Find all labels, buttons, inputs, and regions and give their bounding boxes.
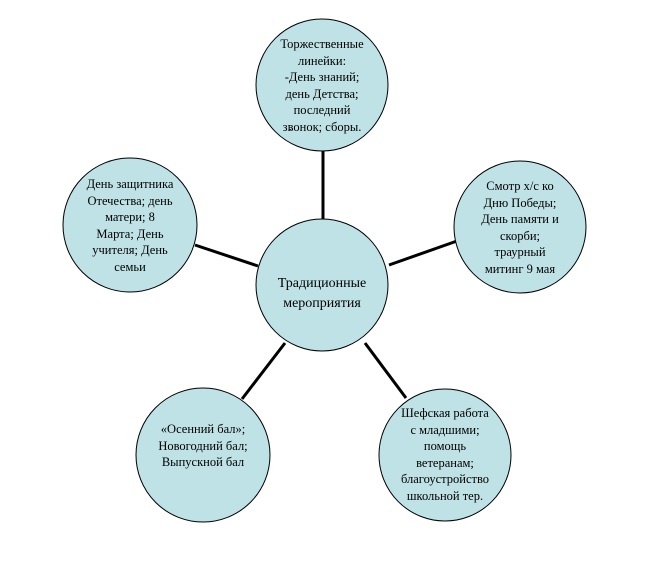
node-label-bottom-left: «Осенний бал»; Новогодний бал; Выпускной… <box>158 422 248 469</box>
connector-bottom-left <box>240 342 287 400</box>
node-label-top: Торжественные линейки: -День знаний; ден… <box>280 37 364 134</box>
node-mark-top: - <box>288 124 292 135</box>
node-label-left: День защитника Отечества; день матери; 8… <box>86 177 174 274</box>
node-label-bottom-right: Шефская работа с младшими; помощь ветера… <box>400 406 490 503</box>
center-label: Традиционные мероприятия <box>277 276 367 311</box>
connector-bottom-right <box>363 342 408 399</box>
node-circle-top <box>255 18 389 152</box>
node-circle-left <box>62 157 198 293</box>
node-circle-bottom-left <box>135 387 271 523</box>
connector-right <box>388 239 458 267</box>
node-label-right: Смотр х/с ко Дню Победы; День памяти и с… <box>481 179 559 276</box>
node-circle-right <box>453 160 587 294</box>
connector-left <box>194 243 259 268</box>
node-circle-center <box>255 218 389 352</box>
node-circle-bottom-right <box>378 388 512 522</box>
